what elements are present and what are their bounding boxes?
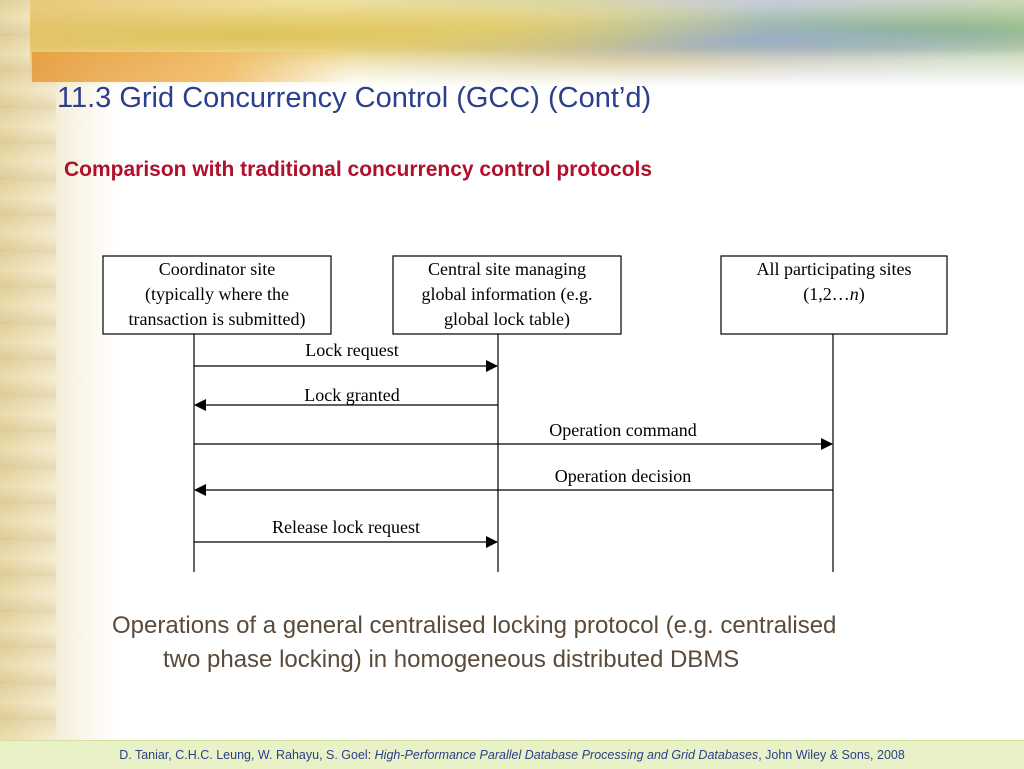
participant-label-line: All participating sites xyxy=(756,259,912,279)
caption-line-1: Operations of a general centralised lock… xyxy=(112,612,837,639)
participant-label-part: (1,2… xyxy=(803,284,850,304)
caption-line-2: two phase locking) in homogeneous distri… xyxy=(163,646,740,673)
participant-box-central-site xyxy=(392,255,622,335)
slide-title: 11.3 Grid Concurrency Control (GCC) (Con… xyxy=(57,82,652,114)
participant-label-line: (typically where the xyxy=(145,284,289,304)
diagram-caption: Operations of a general centralised lock… xyxy=(112,609,992,677)
message-label-operation-command: Operation command xyxy=(549,420,697,440)
participant-label-line: global information (e.g. xyxy=(421,284,593,304)
participant-label-part: ) xyxy=(858,284,865,304)
participant-label-line: Central site managing xyxy=(428,259,586,279)
participant-label-line: global lock table) xyxy=(444,309,570,329)
message-label-lock-request: Lock request xyxy=(305,340,399,360)
footer-publisher: , John Wiley & Sons, 2008 xyxy=(758,748,905,762)
footer-authors: D. Taniar, C.H.C. Leung, W. Rahayu, S. G… xyxy=(119,748,375,762)
participant-box-coordinator xyxy=(102,255,332,335)
participant-label-participating-sites: All participating sites (1,2…n) xyxy=(721,257,947,307)
footer-book-title: High-Performance Parallel Database Proce… xyxy=(374,748,759,762)
decorative-left-fade xyxy=(56,0,116,740)
participant-label-coordinator: Coordinator site (typically where the tr… xyxy=(103,257,331,332)
message-label-release-lock-request: Release lock request xyxy=(272,517,420,537)
decorative-orange-strip xyxy=(32,52,352,82)
participant-label-central-site: Central site managing global information… xyxy=(393,257,621,332)
slide-subtitle: Comparison with traditional concurrency … xyxy=(64,158,653,181)
message-label-operation-decision: Operation decision xyxy=(554,466,692,486)
decorative-left-band xyxy=(0,0,56,740)
participant-box-participating-sites xyxy=(720,255,948,335)
message-label-lock-granted: Lock granted xyxy=(304,385,400,405)
participant-label-part-italic: n xyxy=(849,284,859,304)
participant-label-line: transaction is submitted) xyxy=(128,309,306,329)
participant-label-line: Coordinator site xyxy=(158,259,276,279)
participant-label-line: (1,2…n) xyxy=(721,282,947,307)
footer-citation: D. Taniar, C.H.C. Leung, W. Rahayu, S. G… xyxy=(0,740,1024,769)
